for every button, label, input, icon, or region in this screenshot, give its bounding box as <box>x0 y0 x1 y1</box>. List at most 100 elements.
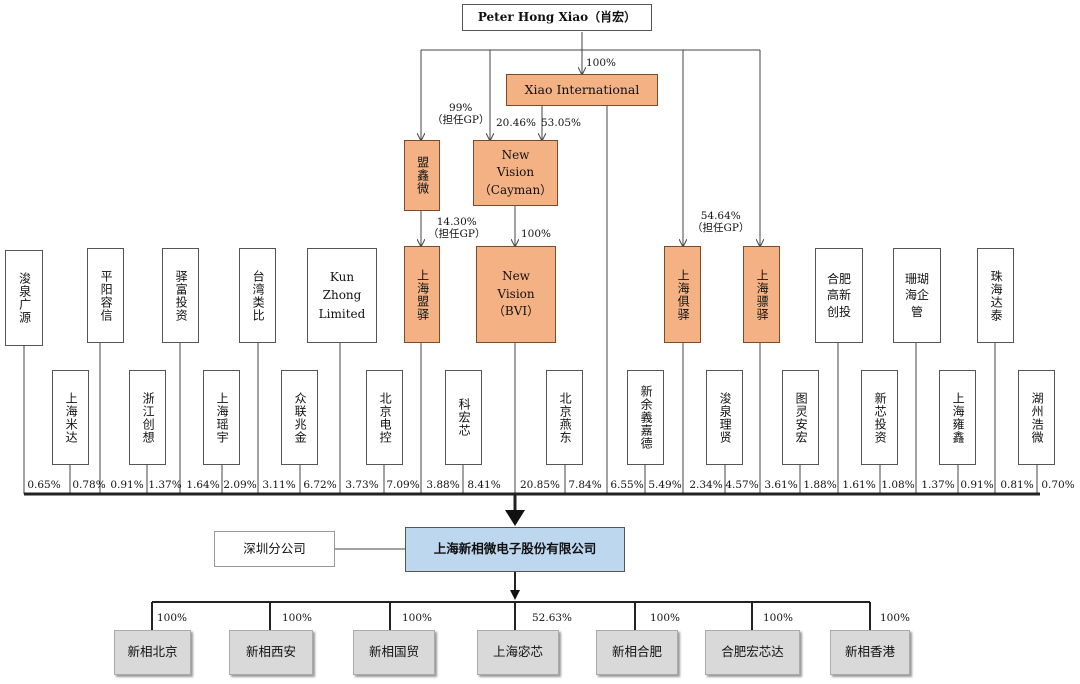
pct-note: （担任GP） <box>428 228 486 241</box>
node-shenzhen-branch: 深圳分公司 <box>214 531 335 567</box>
holder-label: 新芯投资 <box>873 391 888 444</box>
node-label: 盟鑫微 <box>415 156 430 195</box>
pct-note: （担任GP） <box>432 114 490 127</box>
shareholding-pct: 3.88% <box>426 479 460 491</box>
node-holder: 珊瑚海企管 <box>893 248 941 343</box>
node-holder: 驿富投资 <box>162 248 199 343</box>
node-subsidiary: 新相北京 <box>114 630 191 675</box>
subsidiary-pct: 100% <box>157 612 188 624</box>
node-holder: 上海瑶宇 <box>203 370 240 465</box>
pct-juyi: 54.64% （担任GP） <box>692 210 749 234</box>
node-holder: 北京电控 <box>366 370 403 465</box>
pct-cayman-b: 53.05% <box>541 117 582 129</box>
node-label: Xiao International <box>524 81 640 97</box>
shareholding-pct: 3.11% <box>262 479 296 491</box>
node-label-3: （Cayman） <box>478 182 553 197</box>
node-label: Peter Hong Xiao（肖宏） <box>477 9 637 24</box>
node-label-1: Kun <box>329 269 355 284</box>
node-peter-hong-xiao: Peter Hong Xiao（肖宏） <box>462 4 652 31</box>
node-label-2: Vision <box>497 286 535 301</box>
node-label: 深圳分公司 <box>243 540 306 556</box>
pct-note: （担任GP） <box>692 222 750 235</box>
shareholding-pct: 0.81% <box>1000 479 1034 491</box>
node-label-3: （BVI） <box>492 304 540 319</box>
holder-label: 众联兆金 <box>293 391 308 444</box>
pct-xiao-international: 100% <box>586 57 617 69</box>
holder-label: 新余義嘉德 <box>639 385 654 450</box>
node-label: 上海新相微电子股份有限公司 <box>433 541 597 557</box>
shareholding-pct: 2.34% <box>689 479 723 491</box>
subsidiary-label: 新相西安 <box>245 644 296 660</box>
shareholding-pct: 1.64% <box>186 479 220 491</box>
subsidiary-pct: 100% <box>282 612 313 624</box>
holder-label: 科宏芯 <box>457 398 472 437</box>
shareholding-pct: 3.61% <box>764 479 798 491</box>
node-subsidiary: 合肥宏芯达 <box>705 630 800 675</box>
subsidiary-label: 新相国贸 <box>368 644 419 660</box>
node-holder: 北京燕东 <box>546 370 583 465</box>
shareholding-pct: 1.08% <box>881 479 915 491</box>
node-holder: 上海雍鑫 <box>939 370 976 465</box>
node-holder: 图灵安宏 <box>782 370 819 465</box>
subsidiary-label: 上海宓芯 <box>492 644 543 660</box>
node-company: 上海新相微电子股份有限公司 <box>405 527 625 572</box>
node-kun-zhong-limited: Kun Zhong Limited <box>307 248 377 343</box>
shareholding-pct: 6.72% <box>303 479 337 491</box>
node-new-vision-bvi: New Vision （BVI） <box>476 246 556 343</box>
node-holder: 湖州浩微 <box>1018 370 1055 465</box>
node-label: 上海俱驿 <box>676 268 691 321</box>
holder-label: 合肥高新创投 <box>826 272 851 319</box>
node-new-vision-cayman: New Vision （Cayman） <box>473 140 558 206</box>
node-subsidiary: 上海宓芯 <box>477 630 559 675</box>
subsidiary-label: 新相北京 <box>127 644 178 660</box>
node-label: 上海骠驿 <box>755 268 770 321</box>
holder-label: 平阳容信 <box>99 269 114 322</box>
subsidiary-label: 新相香港 <box>844 644 895 660</box>
subsidiary-label: 合肥宏芯达 <box>721 644 784 660</box>
subsidiary-pct: 52.63% <box>532 612 573 624</box>
subsidiary-pct: 100% <box>650 612 681 624</box>
node-label-1: New <box>501 147 530 162</box>
holder-label: 珠海达泰 <box>989 269 1004 322</box>
node-shanghai-juyi: 上海俱驿 <box>664 246 701 343</box>
subsidiary-pct: 100% <box>880 612 911 624</box>
node-holder: 新余義嘉德 <box>627 370 664 465</box>
node-shanghai-mengyi: 上海盟驿 <box>404 246 440 343</box>
holder-label: 珊瑚海企管 <box>904 272 929 319</box>
node-label-3: Limited <box>318 306 366 321</box>
node-holder: 新芯投资 <box>861 370 898 465</box>
shareholding-pct: 5.49% <box>648 479 682 491</box>
shareholding-pct: 0.91% <box>960 479 994 491</box>
subsidiary-label: 新相合肥 <box>611 644 662 660</box>
pct-mengxinwei: 99% （担任GP） <box>432 102 489 126</box>
node-holder: 浙江创想 <box>129 370 166 465</box>
shareholding-pct: 8.41% <box>467 479 501 491</box>
node-label-1: New <box>502 269 530 284</box>
node-subsidiary: 新相香港 <box>830 630 910 675</box>
node-subsidiary: 新相国贸 <box>353 630 435 675</box>
node-label-2: Vision <box>496 165 535 180</box>
shareholding-pct: 1.88% <box>803 479 837 491</box>
node-label-2: Zhong <box>322 288 362 303</box>
holder-label: 浙江创想 <box>141 391 156 444</box>
node-holder: 合肥高新创投 <box>815 248 863 343</box>
holder-label: 北京电控 <box>378 391 393 444</box>
holder-label: 驿富投资 <box>174 269 189 322</box>
shareholding-pct: 20.85% <box>519 479 561 491</box>
pct-value: 14.30% <box>436 216 477 228</box>
node-holder: 台湾类比 <box>239 248 276 343</box>
node-subsidiary: 新相西安 <box>229 630 313 675</box>
node-subsidiary: 新相合肥 <box>596 630 678 675</box>
holder-label: 北京燕东 <box>558 391 573 444</box>
holder-label: 上海米达 <box>64 391 79 444</box>
holder-label: 浚泉广源 <box>17 272 32 324</box>
shareholding-pct: 0.78% <box>72 479 106 491</box>
shareholding-pct: 7.09% <box>386 479 420 491</box>
node-label: 上海盟驿 <box>415 268 430 321</box>
pct-bvi: 100% <box>521 228 552 240</box>
shareholding-pct: 3.73% <box>345 479 379 491</box>
shareholding-pct: 2.09% <box>223 479 257 491</box>
node-holder: 浚泉广源 <box>5 250 43 346</box>
shareholding-pct: 1.37% <box>921 479 955 491</box>
